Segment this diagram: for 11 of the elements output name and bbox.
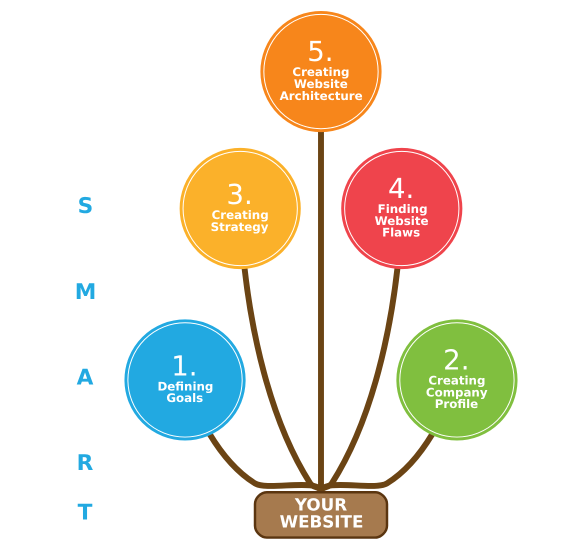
label: T (77, 500, 92, 526)
label: A (76, 365, 93, 390)
node-circle: 1. Defining Goals (124, 319, 246, 440)
label: R (76, 451, 93, 476)
node-circle: 4. Finding Website Flaws (340, 148, 462, 270)
node-circle: 5. Creating Website Architecture (260, 10, 382, 132)
node-box: YOUR WEBSITE (253, 491, 388, 539)
node-circle: 2. Creating Company Profile (396, 319, 518, 440)
label: M (74, 280, 96, 305)
label: S (77, 194, 93, 220)
node-circle: 3. Creating Strategy (179, 148, 300, 270)
